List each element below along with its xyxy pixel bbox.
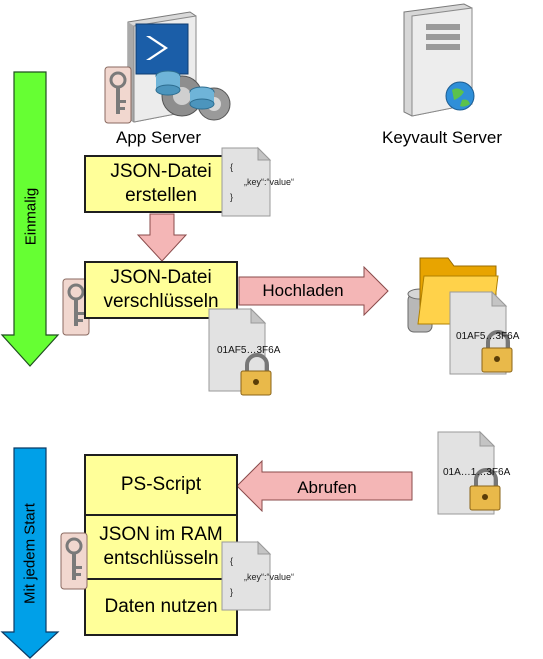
ps-script-label: PS-Script	[120, 474, 202, 495]
upload-arrow	[238, 266, 389, 316]
encrypted-document-icon	[449, 290, 513, 375]
create-to-encrypt-arrow	[136, 213, 188, 262]
document-icon	[221, 146, 272, 217]
each-start-phase-label: Mit jedem Start	[21, 503, 39, 604]
encrypted-document-icon	[208, 307, 272, 396]
upload-arrow-label: Hochladen	[262, 281, 344, 300]
lock-icon	[469, 468, 501, 511]
encrypted-value-2: 01AF5…3F6A	[456, 331, 520, 342]
key-icon	[62, 278, 90, 336]
json-doc-1-line1: {	[230, 162, 234, 172]
encrypt-json-line1: JSON-Datei	[110, 267, 212, 288]
key-icon	[60, 532, 88, 590]
lock-icon	[481, 330, 513, 373]
json-doc-2-line2: „key“:“value“	[244, 572, 295, 582]
once-phase-arrow	[0, 71, 60, 367]
create-json-line1: JSON-Datei	[110, 161, 212, 182]
encrypt-json-line2: verschlüsseln	[103, 291, 219, 312]
use-data-step: Daten nutzen	[84, 578, 238, 636]
once-phase-label: Einmalig	[22, 187, 40, 246]
app-server-icon	[127, 11, 231, 123]
globe-icon	[445, 81, 475, 111]
json-doc-2-line3: }	[230, 587, 234, 597]
fetch-arrow-label: Abrufen	[297, 478, 357, 497]
app-server-label: App Server	[116, 128, 202, 147]
key-icon	[104, 66, 132, 124]
decrypt-in-ram-step: JSON im RAM entschlüsseln	[84, 514, 238, 580]
decrypt-line2: entschlüsseln	[103, 548, 219, 569]
create-json-line2: erstellen	[125, 185, 197, 206]
encrypted-document-icon	[437, 430, 501, 515]
powershell-icon	[135, 23, 189, 75]
create-json-step: JSON-Datei erstellen	[84, 155, 238, 213]
fetch-arrow	[236, 460, 413, 512]
each-start-phase-arrow	[0, 447, 60, 659]
decrypt-line1: JSON im RAM	[99, 524, 223, 545]
document-icon	[221, 540, 272, 611]
json-doc-2-line1: {	[230, 556, 234, 566]
ps-script-step: PS-Script	[84, 454, 238, 516]
keyvault-server-label: Keyvault Server	[382, 128, 502, 147]
lock-icon	[240, 353, 272, 396]
encrypted-value-3: 01A…1…3F6A	[443, 467, 511, 478]
json-doc-1-line2: „key“:“value“	[244, 177, 295, 187]
keyvault-server-icon	[403, 3, 475, 117]
use-data-label: Daten nutzen	[104, 596, 218, 617]
encrypted-value-1: 01AF5…3F6A	[217, 345, 281, 356]
json-doc-1-line3: }	[230, 192, 234, 202]
